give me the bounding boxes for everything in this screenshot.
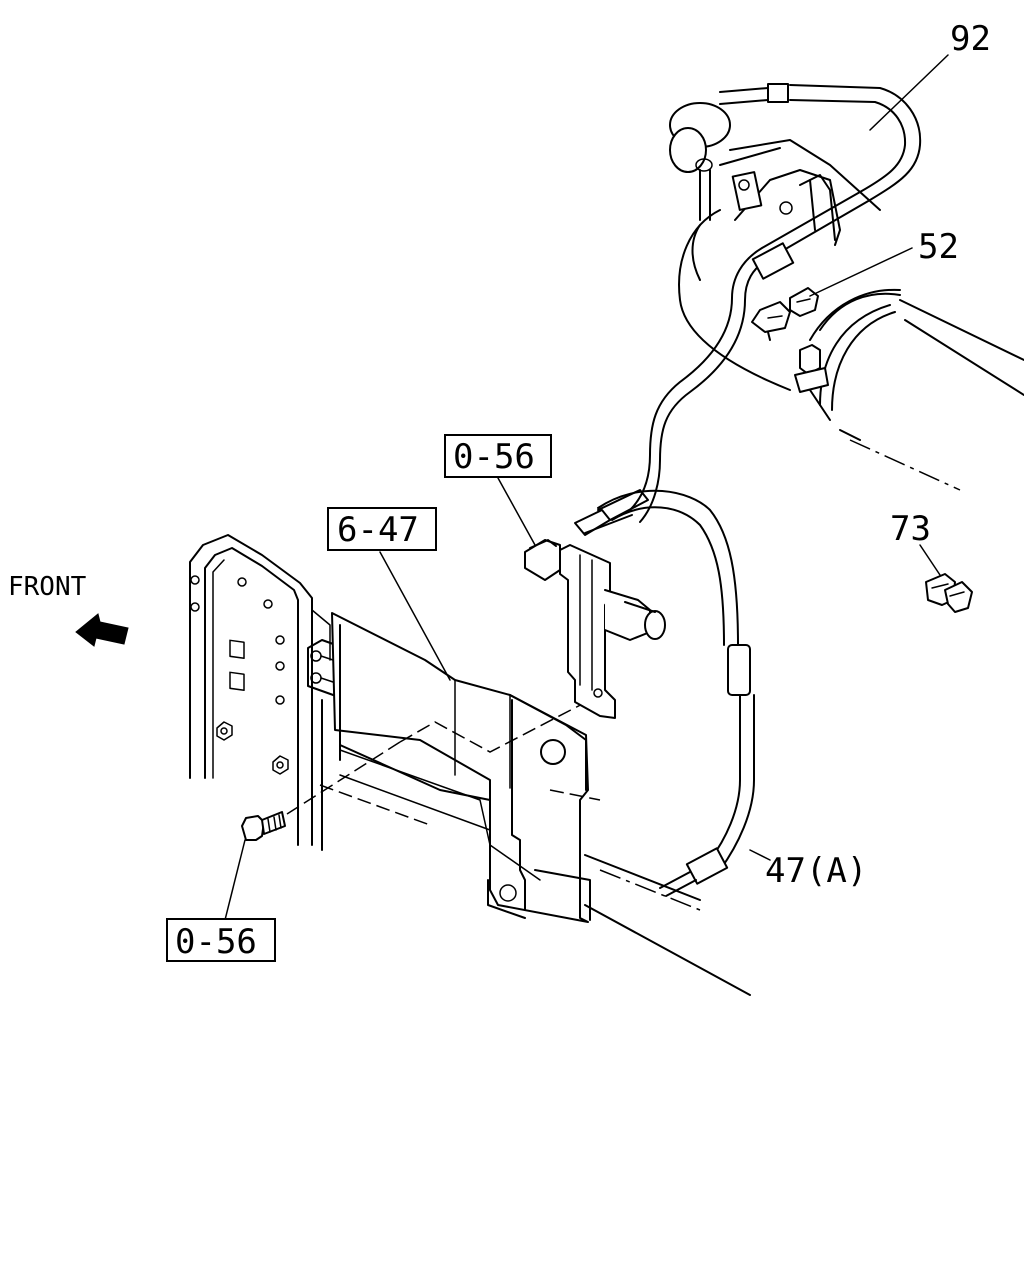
leader-lines — [224, 54, 949, 921]
front-indicator: FRONT — [8, 572, 129, 647]
callout-73: 73 — [890, 509, 931, 549]
nut-icon — [272, 755, 289, 775]
ref-box-6-47[interactable]: 6-47 — [327, 507, 437, 551]
muffler-assembly — [678, 139, 1024, 491]
ref-label-0-56-bottom: 0-56 — [175, 922, 257, 962]
ref-box-0-56-bottom[interactable]: 0-56 — [166, 918, 276, 962]
exhaust-pipe — [584, 854, 751, 996]
front-arrow-icon — [75, 613, 129, 647]
ref-label-0-56-top: 0-56 — [453, 437, 535, 477]
bolt-icon — [241, 811, 286, 841]
bolt-axis-line — [286, 741, 401, 815]
front-label: FRONT — [8, 572, 87, 602]
clip-73 — [925, 573, 973, 613]
frame-bracket — [189, 534, 351, 846]
tube-92 — [584, 83, 922, 534]
bracket-axis-line — [399, 699, 591, 753]
ref-label-6-47: 6-47 — [337, 510, 419, 550]
callout-47a: 47(A) — [765, 851, 867, 891]
heat-shield-bracket — [319, 612, 601, 923]
nut-icon — [216, 721, 233, 741]
clip-52 — [751, 287, 819, 341]
callout-92: 92 — [950, 19, 991, 59]
ref-box-0-56-top[interactable]: 0-56 — [444, 434, 552, 478]
tube-47a — [597, 489, 755, 897]
sensor-bracket — [524, 489, 666, 719]
callout-52: 52 — [918, 227, 959, 267]
